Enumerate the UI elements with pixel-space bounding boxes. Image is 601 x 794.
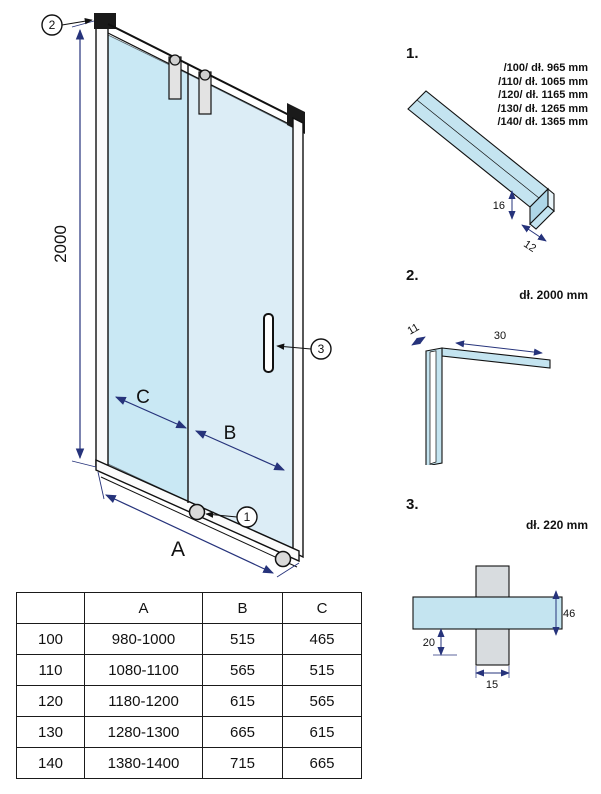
callout-3: 3 [276, 338, 332, 360]
dim-b: B [195, 423, 285, 471]
size-line: /140/ dł. 1365 mm [497, 116, 589, 129]
cell-b: 615 [202, 685, 283, 717]
cell-a: 1380-1400 [84, 747, 203, 779]
cell-c: 615 [282, 716, 362, 748]
dim-12-label: 12 [521, 238, 538, 255]
top-roller-right [199, 69, 211, 81]
cell-a: 1280-1300 [84, 716, 203, 748]
row-size: 110 [16, 654, 85, 686]
col-header-a: A [84, 592, 203, 624]
dim-c: C [115, 387, 187, 429]
dim-11: 11 [406, 321, 426, 346]
callout-3-label: 3 [318, 342, 325, 356]
row-size: 100 [16, 623, 85, 655]
dim-16: 16 [493, 190, 516, 220]
table-row: 140 1380-1400 715 665 [16, 747, 362, 779]
dim-a: A [97, 471, 300, 578]
glass-panel-sliding [107, 34, 189, 502]
right-stile [292, 116, 304, 559]
cell-a: 1080-1100 [84, 654, 203, 686]
detail-1-index: 1. [406, 45, 419, 62]
cell-b: 565 [202, 654, 283, 686]
dim-11-label: 11 [406, 321, 422, 337]
bottom-roller-left [188, 503, 206, 521]
roller-carriage [168, 54, 212, 115]
dim-c-label: C [136, 387, 150, 408]
table-row: 130 1280-1300 665 615 [16, 716, 362, 748]
detail-3-index: 3. [406, 496, 419, 513]
main-door-diagram: 2000 C B A 2 3 [41, 13, 332, 578]
detail-1-profile-drawing: 16 12 [407, 90, 555, 255]
callout-2: 2 [41, 14, 93, 36]
cell-c: 665 [282, 747, 362, 779]
dim-a-label: A [171, 538, 185, 561]
dim-height-label: 2000 [51, 225, 70, 263]
col-header-b: B [202, 592, 283, 624]
dim-46-label: 46 [563, 608, 575, 620]
col-header-c: C [282, 592, 362, 624]
dim-16-label: 16 [493, 200, 505, 212]
table-row: 110 1080-1100 565 515 [16, 654, 362, 686]
wall-channel-profile [425, 347, 551, 465]
dim-30: 30 [455, 330, 543, 356]
row-size: 130 [16, 716, 85, 748]
top-roller-left [169, 54, 181, 66]
detail-2-profile-drawing: 11 30 [406, 321, 551, 465]
dim-20-label: 20 [423, 637, 435, 649]
bottom-roller-right [274, 550, 292, 568]
size-table: A B C 100 980-1000 515 465 110 1080-1100… [16, 592, 362, 779]
glass-panel-fixed [187, 73, 294, 549]
detail-3-profile-drawing: 46 20 15 [412, 565, 575, 691]
detail-2-length: dł. 2000 mm [519, 288, 588, 302]
cell-a: 980-1000 [84, 623, 203, 655]
top-rail-profile [407, 90, 555, 230]
dim-46: 46 [552, 590, 575, 636]
cell-c: 565 [282, 685, 362, 717]
cell-c: 465 [282, 623, 362, 655]
cell-c: 515 [282, 654, 362, 686]
callout-2-label: 2 [49, 18, 56, 32]
cell-b: 715 [202, 747, 283, 779]
dim-height-2000: 2000 [51, 20, 97, 468]
size-line: /130/ dł. 1265 mm [497, 102, 589, 115]
callout-1: 1 [205, 506, 258, 528]
door-handle [263, 313, 274, 373]
detail-1-size-list: /100/ dł. 965 mm /110/ dł. 1065 mm /120/… [455, 62, 589, 130]
dim-15-label: 15 [486, 679, 498, 691]
horizontal-bottom-profile [412, 596, 563, 630]
detail-3-length: dł. 220 mm [525, 518, 588, 532]
dim-15: 15 [475, 666, 510, 691]
table-row: 120 1180-1200 615 565 [16, 685, 362, 717]
callout-1-label: 1 [244, 510, 251, 524]
dim-12: 12 [521, 224, 547, 255]
table-header-row: A B C [16, 592, 362, 624]
dim-30-label: 30 [494, 330, 506, 342]
cell-b: 665 [202, 716, 283, 748]
size-line: /120/ dł. 1165 mm [498, 89, 588, 102]
size-line: /110/ dł. 1065 mm [498, 75, 588, 88]
cell-a: 1180-1200 [84, 685, 203, 717]
table-corner-cell [16, 592, 85, 624]
dim-b-label: B [224, 423, 237, 444]
size-line: /100/ dł. 965 mm [503, 62, 588, 74]
row-size: 120 [16, 685, 85, 717]
row-size: 140 [16, 747, 85, 779]
dim-20: 20 [423, 628, 457, 656]
cell-b: 515 [202, 623, 283, 655]
table-row: 100 980-1000 515 465 [16, 623, 362, 655]
detail-2-index: 2. [406, 267, 419, 284]
